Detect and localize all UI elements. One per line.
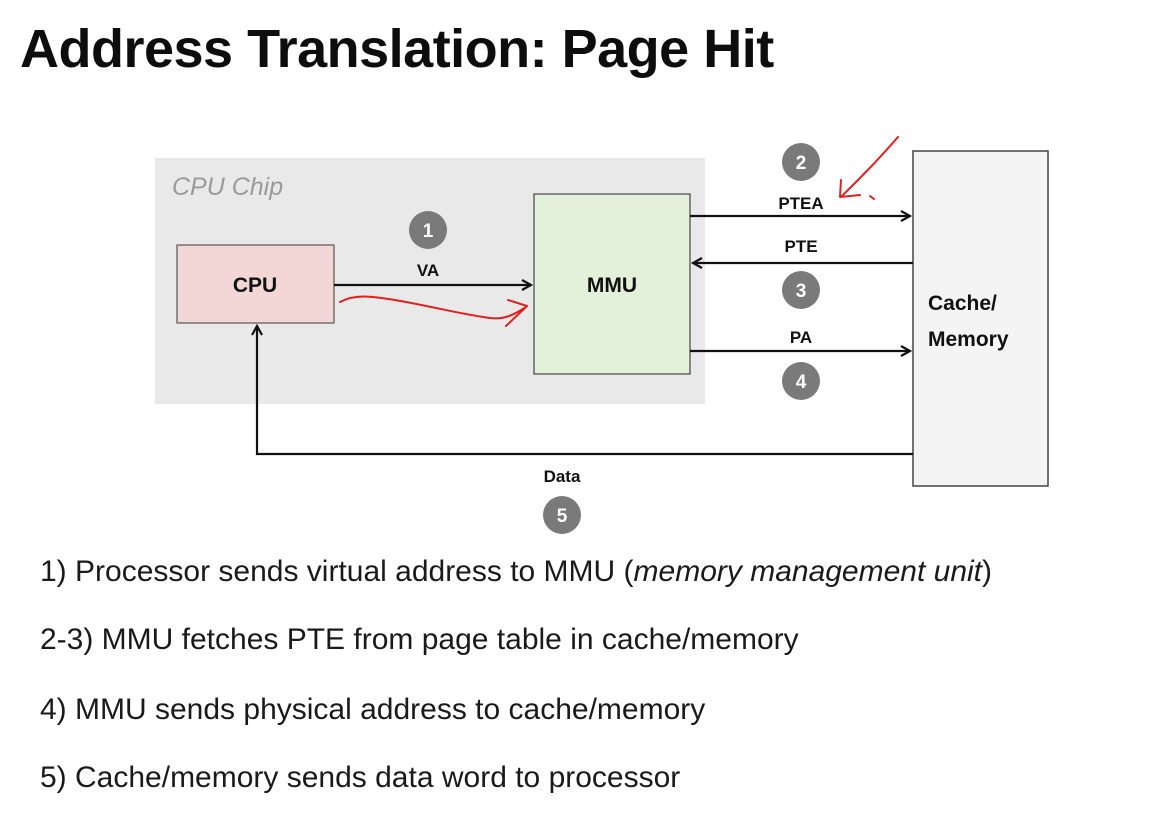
step-badge-5: 5 xyxy=(543,496,581,534)
cpu-box xyxy=(176,244,335,324)
cpu-chip-label: CPU Chip xyxy=(172,173,283,201)
step-item-2-3: 2-3) MMU fetches PTE from page table in … xyxy=(40,623,799,656)
slide-title: Address Translation: Page Hit xyxy=(20,19,774,79)
svg-text:1: 1 xyxy=(423,221,434,242)
step-item-1-emphasis: memory management unit xyxy=(633,555,983,588)
pte-label: PTE xyxy=(784,237,817,256)
data-label: Data xyxy=(544,467,581,486)
step-badge-1: 1 xyxy=(409,211,447,249)
step-badge-2: 2 xyxy=(782,143,820,181)
svg-text:4: 4 xyxy=(796,372,807,393)
red-annotation-arrow-ptea xyxy=(839,136,899,200)
svg-text:3: 3 xyxy=(796,281,807,302)
step-item-5: 5) Cache/memory sends data word to proce… xyxy=(40,761,681,794)
step-badge-3: 3 xyxy=(782,271,820,309)
va-label: VA xyxy=(417,261,439,280)
data-arrow xyxy=(257,326,913,456)
cache-memory-box xyxy=(912,150,1049,487)
svg-text:2: 2 xyxy=(796,153,807,174)
step-badge-4: 4 xyxy=(782,362,820,400)
ptea-label: PTEA xyxy=(778,194,823,213)
step-item-1: 1) Processor sends virtual address to MM… xyxy=(40,555,993,588)
mmu-label: MMU xyxy=(587,274,637,297)
step-item-4: 4) MMU sends physical address to cache/m… xyxy=(40,693,706,726)
pa-label: PA xyxy=(790,328,812,347)
red-annotation-arrow-va xyxy=(339,295,528,327)
svg-text:5: 5 xyxy=(557,506,568,527)
page-hit-diagram: CPU Chip CPU MMU Cache/ Memory VA PTEA P… xyxy=(155,136,1049,534)
mmu-box xyxy=(533,193,691,375)
cache-memory-label-line1: Cache/ xyxy=(928,292,997,315)
cache-memory-label-line2: Memory xyxy=(928,328,1009,351)
cpu-label: CPU xyxy=(233,274,277,297)
